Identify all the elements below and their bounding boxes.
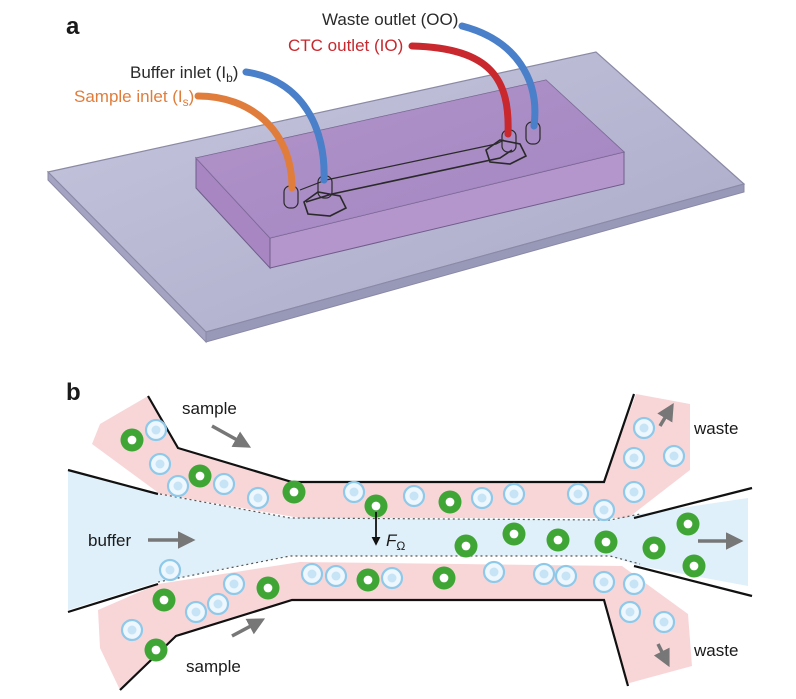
ctc-cell-nucleus [601, 537, 611, 547]
blood-cell-center [477, 493, 487, 503]
sample-inlet-tube [194, 92, 296, 192]
sample-top-arrow [211, 424, 252, 448]
ctc-cell-nucleus [461, 541, 471, 551]
blood-cell-center [599, 577, 609, 587]
blood-cell-center [213, 599, 223, 609]
blood-cell-center [349, 487, 359, 497]
chip-front-face [269, 151, 625, 269]
ctc-cell-nucleus [439, 573, 449, 583]
force-subscript: Ω [396, 539, 405, 553]
blood-cell-center [629, 453, 639, 463]
ctc-cell-nucleus [363, 575, 373, 585]
sample-inlet-label: Sample inlet (Is) [74, 87, 194, 109]
outlet-hexagon [485, 139, 528, 165]
buffer-inlet-close: ) [233, 63, 239, 82]
blood-cell-center [409, 491, 419, 501]
blood-cell-center [151, 425, 161, 435]
sample-inlet-close: ) [189, 87, 195, 106]
buffer-label: buffer [88, 531, 132, 550]
channel-line [305, 149, 513, 203]
blood-cell-center [539, 569, 549, 579]
upper-interface-line [159, 493, 641, 521]
blood-cell-center [155, 459, 165, 469]
chip-top-sheen [196, 80, 624, 238]
blood-cell-center [229, 579, 239, 589]
blood-cell-center [387, 573, 397, 583]
ctc-outlet-tube [408, 42, 512, 138]
blood-cell-center [669, 451, 679, 461]
force-symbol: F [386, 531, 398, 550]
sample-bottom-arrow [231, 618, 266, 638]
blood-cell-center [219, 479, 229, 489]
upper-right-wall [633, 486, 753, 520]
ctc-cell-nucleus [127, 435, 137, 445]
panel-a-labels: Waste outlet (OO) CTC outlet (IO) Buffer… [74, 10, 458, 109]
blood-cell-center [629, 579, 639, 589]
lower-interface-line [157, 555, 641, 583]
waste-top-label: waste [693, 419, 738, 438]
slide-left-edge [47, 170, 207, 344]
ctc-cell-nucleus [289, 487, 299, 497]
flow-arrows [148, 402, 744, 668]
buffer-inlet-text: Buffer inlet (I [130, 63, 226, 82]
buffer-stream [68, 470, 748, 610]
ctc-cell-nucleus [151, 645, 161, 655]
blood-cell-center [165, 565, 175, 575]
blood-cell-center [629, 487, 639, 497]
blood-cell-center [573, 489, 583, 499]
blood-cell-center [489, 567, 499, 577]
sample-inlet-subscript: s [183, 95, 189, 109]
ctc-cell-nucleus [649, 543, 659, 553]
waste-outlet-label: Waste outlet (OO) [322, 10, 458, 29]
blood-cell-center [639, 423, 649, 433]
panel-a-letter: a [66, 13, 80, 40]
sample-top-label: sample [182, 399, 237, 418]
blood-cell-center [509, 489, 519, 499]
ctc-cell-nucleus [263, 583, 273, 593]
upper-left-wall [67, 468, 159, 496]
waste-outlet-tube [458, 22, 539, 130]
cells [120, 416, 706, 662]
ctc-cell-nucleus [683, 519, 693, 529]
force-label: FΩ [386, 531, 405, 553]
panel-a: a [46, 10, 746, 344]
blood-cell-center [253, 493, 263, 503]
sample-inlet-text: Sample inlet (I [74, 87, 183, 106]
lower-right-wall [633, 564, 753, 598]
buffer-inlet-tube [242, 68, 328, 184]
ctc-cell-nucleus [509, 529, 519, 539]
waste-bottom-arrow [653, 643, 670, 668]
ctc-cell-nucleus [195, 471, 205, 481]
blood-cell-center [561, 571, 571, 581]
ctc-cell-nucleus [159, 595, 169, 605]
blood-cell-center [127, 625, 137, 635]
blood-cell-center [599, 505, 609, 515]
blood-cell-center [191, 607, 201, 617]
tubes [194, 22, 539, 192]
sample-bottom-label: sample [186, 657, 241, 676]
waste-top-arrow [657, 402, 674, 427]
buffer-inlet-label: Buffer inlet (Ib) [130, 63, 238, 85]
ctc-cell-nucleus [371, 501, 381, 511]
blood-cell-center [173, 481, 183, 491]
blood-cell-center [659, 617, 669, 627]
blood-cell-center [307, 569, 317, 579]
ctc-outlet-label: CTC outlet (IO) [288, 36, 403, 55]
blood-cell-center [331, 571, 341, 581]
ctc-cell-nucleus [689, 561, 699, 571]
channel-line-back [299, 139, 505, 191]
panel-b: b sample [66, 379, 753, 691]
ctc-cell-nucleus [553, 535, 563, 545]
buffer-inlet-subscript: b [226, 71, 233, 85]
ctc-cell-nucleus [445, 497, 455, 507]
panel-b-letter: b [66, 379, 81, 406]
upper-sample-stream [92, 394, 690, 518]
waste-bottom-label: waste [693, 641, 738, 660]
blood-cell-center [625, 607, 635, 617]
lower-left-wall [67, 582, 159, 614]
pdms-chip [195, 79, 626, 270]
lower-sample-stream [98, 562, 692, 690]
